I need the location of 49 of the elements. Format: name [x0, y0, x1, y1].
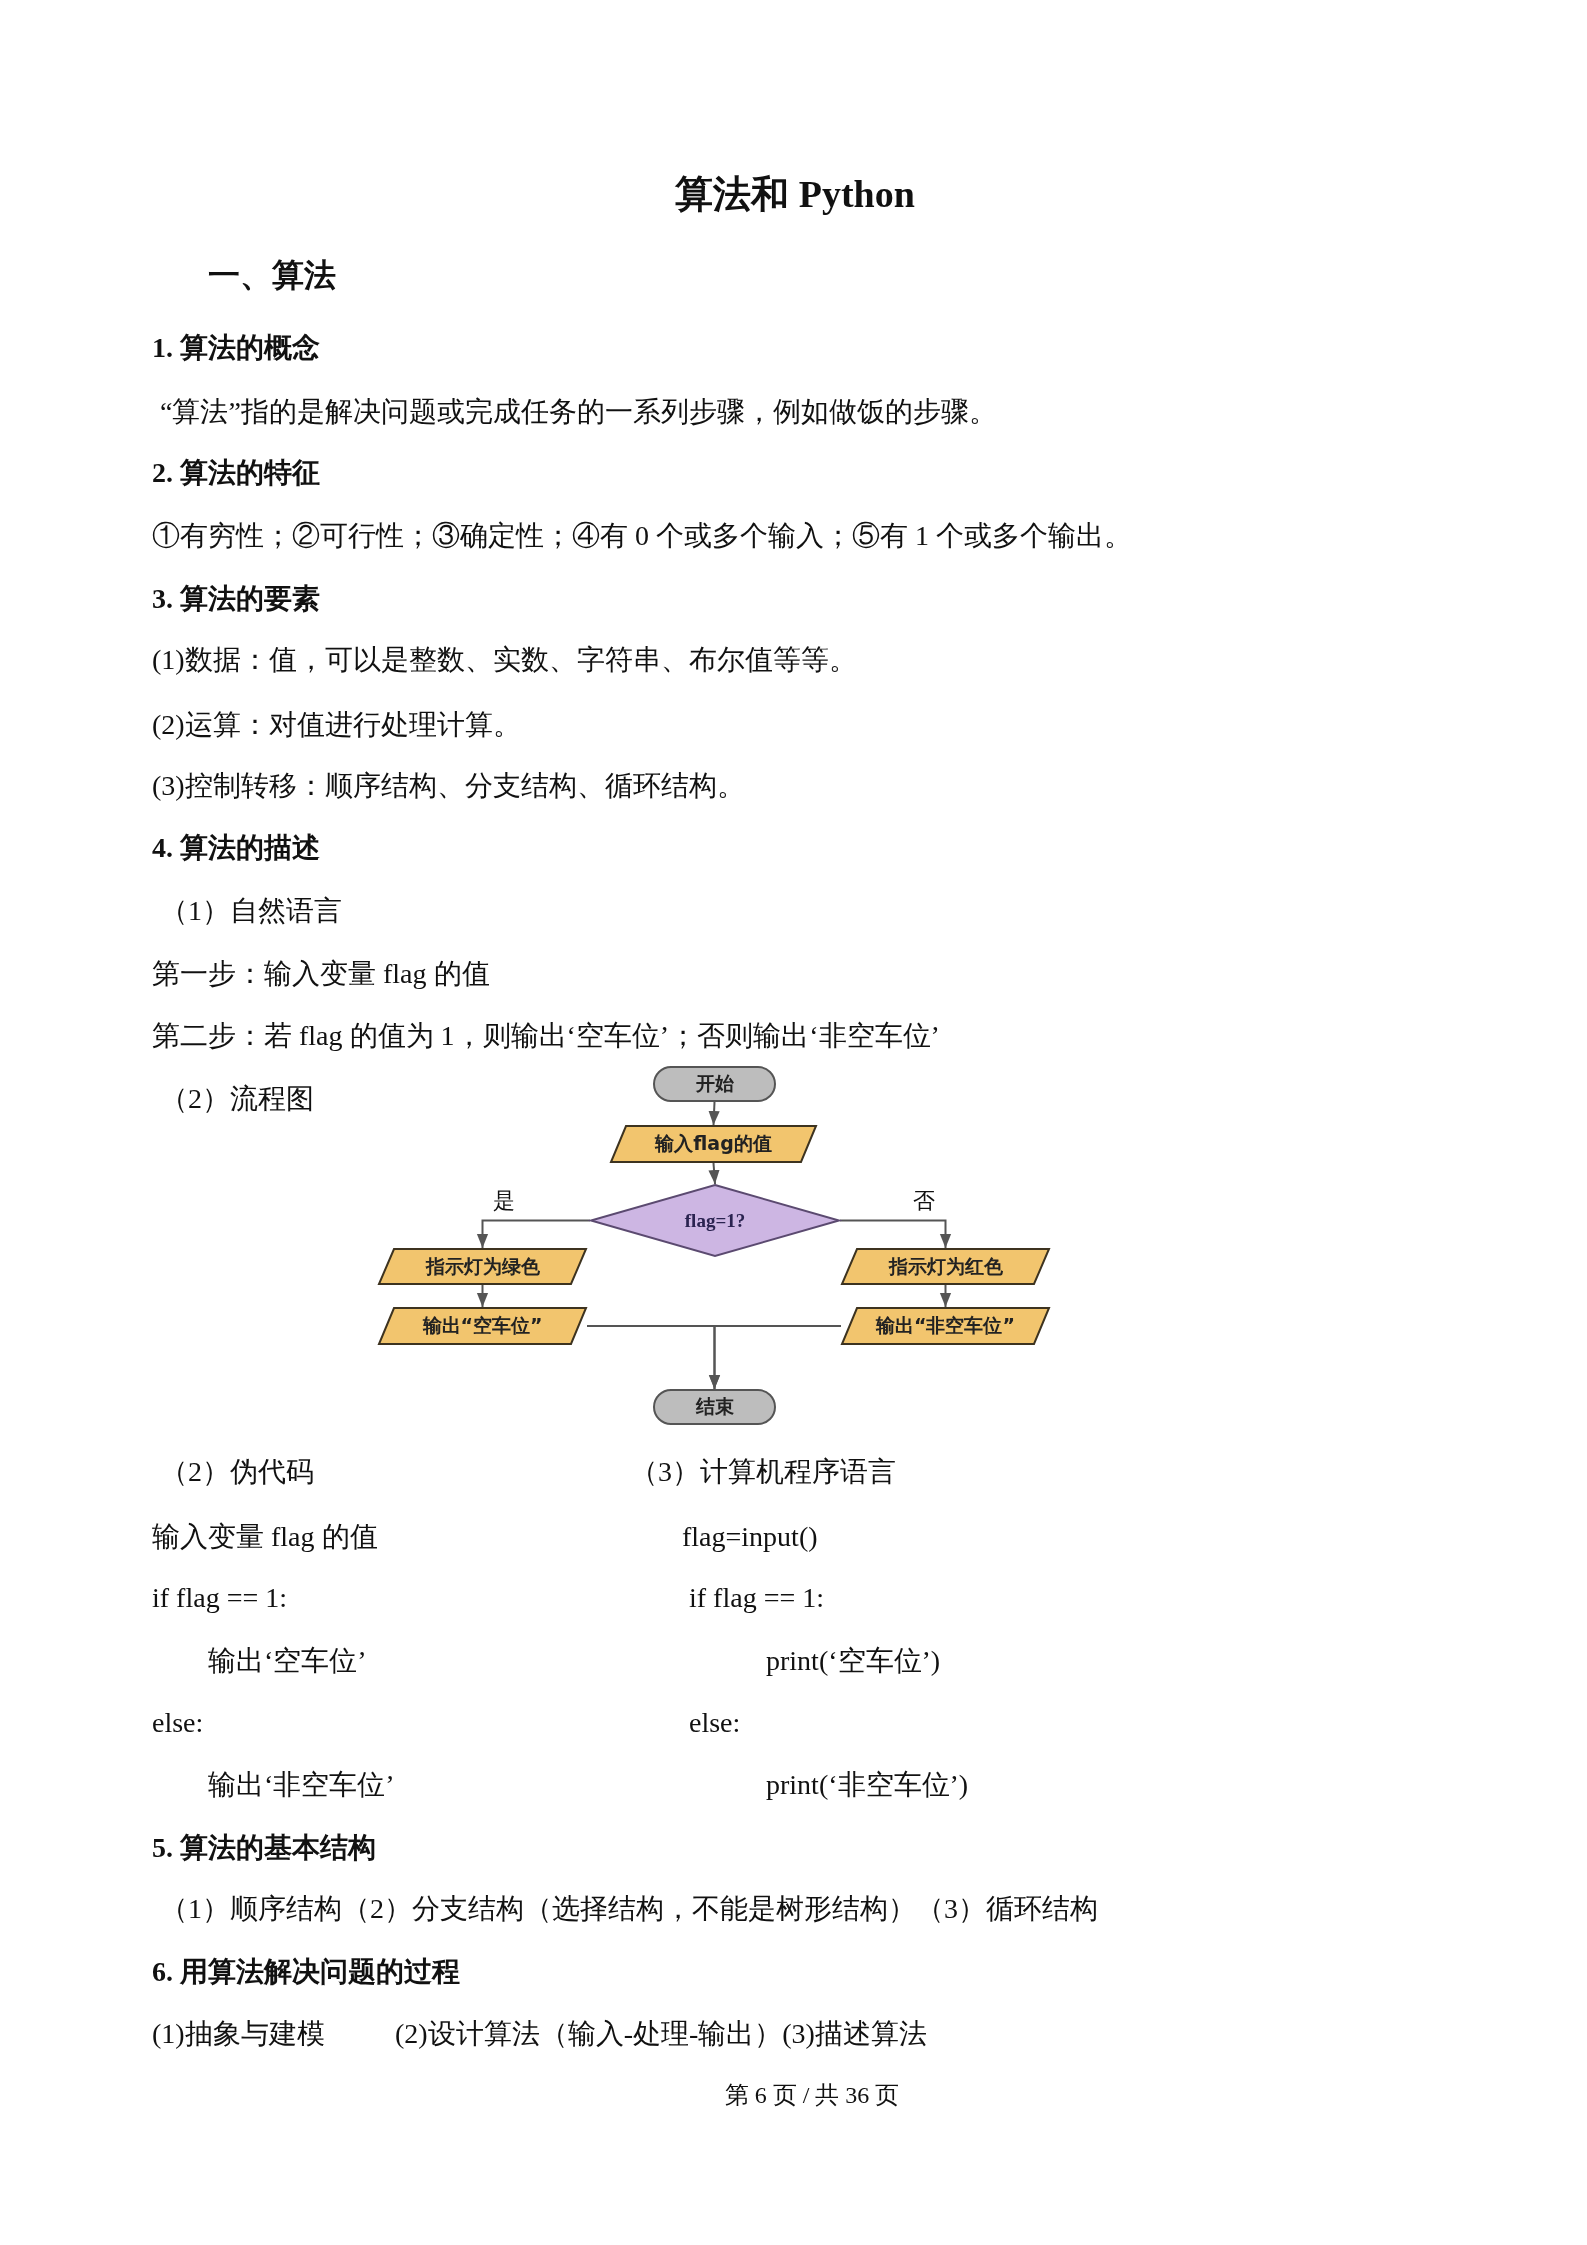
- arrow: [476, 1284, 489, 1308]
- code-line: print(‘非空车位’): [766, 1768, 969, 1802]
- page-title: 算法和 Python: [675, 172, 915, 216]
- body-text: (1)抽象与建模: [152, 2017, 325, 2051]
- body-text: （3）计算机程序语言: [630, 1455, 896, 1489]
- body-text: “算法”指的是解决问题或完成任务的一系列步骤，例如做饭的步骤。: [160, 395, 997, 429]
- edge-label: 是: [491, 1187, 517, 1214]
- io-parallelogram: 输出“空车位”: [378, 1307, 587, 1345]
- body-text: (2)运算：对值进行处理计算。: [152, 708, 521, 742]
- arrow: [708, 1101, 720, 1126]
- code-line: else:: [152, 1706, 204, 1740]
- arrow: [476, 1219, 591, 1249]
- body-text: 输出‘空车位’: [208, 1644, 367, 1678]
- page-footer: 第 6 页 / 共 36 页: [724, 2077, 900, 2113]
- arrow: [839, 1219, 952, 1249]
- arrow: [939, 1284, 952, 1308]
- body-text: 输入变量 flag 的值: [152, 1520, 378, 1554]
- body-text: （2）流程图: [160, 1082, 314, 1116]
- body-text: (3)控制转移：顺序结构、分支结构、循环结构。: [152, 769, 745, 803]
- body-text: (2)设计算法（输入-处理-输出）(3)描述算法: [395, 2017, 927, 2051]
- body-text: （2）伪代码: [160, 1455, 314, 1489]
- body-text: 输出‘非空车位’: [208, 1768, 395, 1802]
- io-parallelogram: 输出“非空车位”: [841, 1307, 1050, 1345]
- code-line: else:: [689, 1706, 741, 1740]
- io-parallelogram: 指示灯为红色: [841, 1248, 1050, 1285]
- subsection-heading: 6. 用算法解决问题的过程: [152, 1955, 460, 1989]
- subsection-heading: 1. 算法的概念: [152, 331, 320, 365]
- subsection-heading: 5. 算法的基本结构: [152, 1831, 376, 1865]
- io-parallelogram: 指示灯为绿色: [378, 1248, 587, 1285]
- subsection-heading: 2. 算法的特征: [152, 456, 320, 490]
- body-text: （1）自然语言: [160, 894, 342, 928]
- body-text: 第二步：若 flag 的值为 1，则输出‘空车位’；否则输出‘非空车位’: [152, 1019, 940, 1053]
- terminal-pill: 开始: [653, 1066, 776, 1102]
- arrow: [708, 1162, 720, 1185]
- subsection-heading: 3. 算法的要素: [152, 582, 320, 616]
- body-text: （1）顺序结构（2）分支结构（选择结构，不能是树形结构）（3）循环结构: [160, 1892, 1098, 1926]
- code-line: if flag == 1:: [689, 1581, 824, 1615]
- code-line: print(‘空车位’): [766, 1644, 941, 1678]
- arrow: [708, 1325, 842, 1390]
- code-line: flag=input(): [682, 1520, 818, 1554]
- body-text: ①有穷性；②可行性；③确定性；④有 0 个或多个输入；⑤有 1 个或多个输出。: [152, 519, 1132, 553]
- section-heading: 一、算法: [208, 257, 336, 293]
- subsection-heading: 4. 算法的描述: [152, 831, 320, 865]
- terminal-pill: 结束: [653, 1389, 776, 1425]
- decision-diamond: flag=1?: [590, 1184, 840, 1257]
- body-text: 第一步：输入变量 flag 的值: [152, 957, 490, 991]
- io-parallelogram: 输入flag的值: [610, 1125, 817, 1163]
- body-text: (1)数据：值，可以是整数、实数、字符串、布尔值等等。: [152, 643, 857, 677]
- code-line: if flag == 1:: [152, 1581, 287, 1615]
